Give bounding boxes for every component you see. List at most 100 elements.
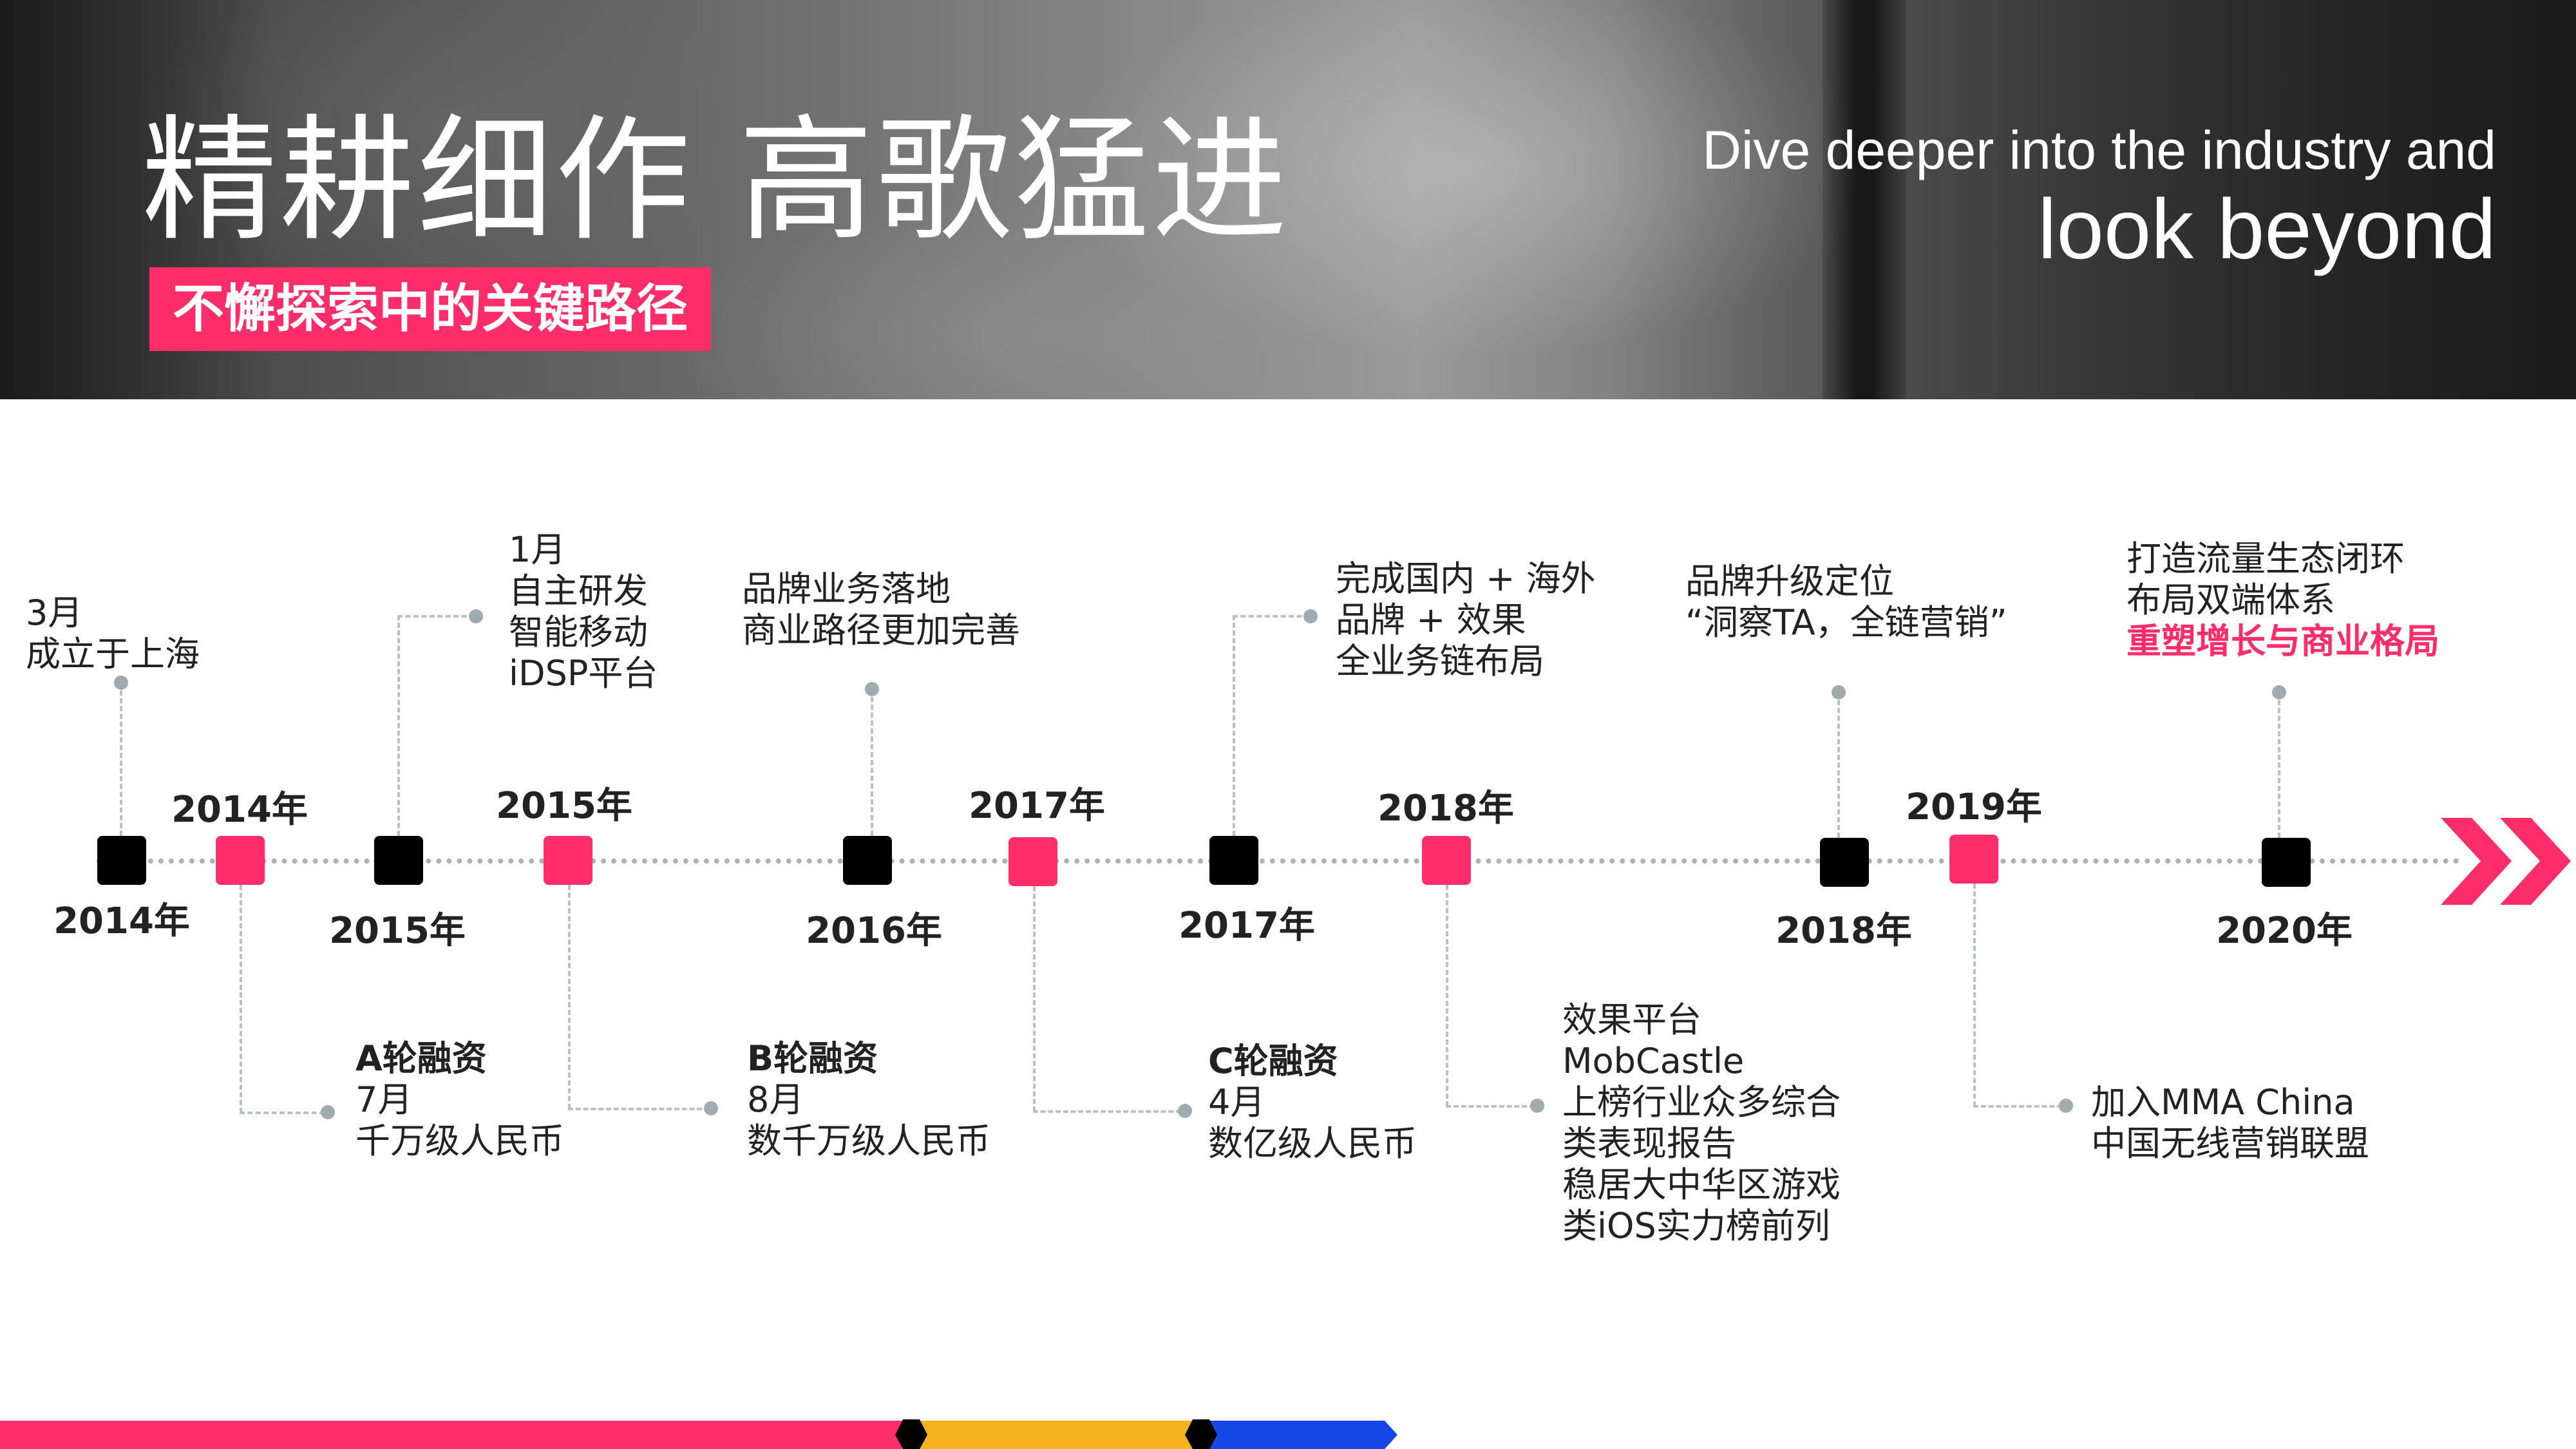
timeline-marker (1209, 836, 1258, 885)
event-connector (1973, 884, 1976, 1106)
event-dot (704, 1101, 718, 1115)
event-connector (240, 885, 242, 1113)
event-note: 效果平台 MobCastle 上榜行业众多综合 类表现报告 稳居大中华区游戏 类… (1562, 999, 1841, 1247)
note-line: 完成国内 + 海外 (1336, 558, 1596, 599)
event-dot (2272, 685, 2286, 699)
event-connector (240, 1112, 325, 1114)
note-line: 8月 (747, 1079, 804, 1120)
event-connector (2278, 692, 2280, 838)
event-connector (568, 885, 571, 1109)
event-note: C轮融资 4月 数亿级人民币 (1208, 1041, 1417, 1164)
note-line: 效果平台 (1562, 999, 1701, 1040)
event-connector (1837, 692, 1840, 838)
timeline-marker (2262, 838, 2311, 887)
event-note: A轮融资 7月 千万级人民币 (355, 1038, 564, 1162)
event-note: 1月 自主研发 智能移动 iDSP平台 (509, 529, 658, 694)
year-label: 2015年 (329, 910, 466, 952)
note-line: 上榜行业众多综合 (1562, 1082, 1841, 1122)
note-line: 类表现报告 (1562, 1123, 1736, 1164)
event-dot (1178, 1104, 1192, 1118)
note-line: 品牌业务落地 (742, 569, 951, 609)
page-title: 精耕细作 高歌猛进 (142, 102, 1290, 260)
year-label: 2016年 (806, 910, 942, 952)
timeline-marker (1422, 836, 1471, 885)
note-line: 稳居大中华区游戏 (1562, 1164, 1841, 1205)
event-dot (2059, 1099, 2073, 1113)
event-note: B轮融资 8月 数千万级人民币 (747, 1038, 990, 1162)
event-dot (1303, 609, 1318, 623)
event-connector (1033, 1110, 1181, 1113)
event-dot (114, 676, 128, 690)
timeline-axis (97, 858, 2460, 864)
note-highlight: 重塑增长与商业格局 (2126, 621, 2439, 661)
note-heading: B轮融资 (747, 1038, 878, 1079)
decorative-color-stripe (0, 1419, 1397, 1449)
note-line: 7月 (355, 1079, 413, 1120)
note-line: 类iOS实力榜前列 (1562, 1206, 1830, 1246)
note-line: 数千万级人民币 (747, 1121, 990, 1161)
english-tagline-line1: Dive deeper into the industry and (1702, 120, 2496, 180)
banner-shade (1610, 0, 2576, 399)
timeline-marker (1949, 835, 1998, 884)
timeline-marker (97, 836, 146, 885)
note-line: MobCastle (1562, 1041, 1745, 1081)
subtitle-badge: 不懈探索中的关键路径 (149, 267, 711, 351)
event-dot (469, 609, 483, 623)
note-line: 中国无线营销联盟 (2091, 1123, 2369, 1164)
header-banner: 精耕细作 高歌猛进 不懈探索中的关键路径 Dive deeper into th… (0, 0, 2576, 399)
year-label: 2017年 (1179, 905, 1315, 947)
year-label: 2019年 (1906, 786, 2042, 828)
note-line: 千万级人民币 (355, 1121, 564, 1161)
event-connector (1446, 885, 1448, 1106)
year-label: 2014年 (171, 789, 308, 831)
timeline-marker (216, 836, 265, 885)
event-note: 品牌业务落地 商业路径更加完善 (742, 569, 1020, 651)
note-line: 4月 (1208, 1082, 1265, 1122)
note-line: 打造流量生态闭环 (2126, 538, 2405, 579)
english-tagline-line2: look beyond (2038, 182, 2496, 276)
note-line: 商业路径更加完善 (742, 610, 1020, 650)
event-connector (1973, 1105, 2062, 1108)
year-label: 2017年 (969, 785, 1105, 827)
event-note: 打造流量生态闭环 布局双端体系 重塑增长与商业格局 (2126, 538, 2439, 662)
event-connector (568, 1108, 710, 1110)
event-dot (865, 682, 879, 696)
note-line: 加入MMA China (2091, 1082, 2355, 1122)
double-chevron-right-icon (2441, 818, 2571, 905)
note-line: 成立于上海 (26, 634, 200, 674)
note-line: 智能移动 (509, 612, 648, 652)
event-connector (397, 615, 400, 836)
timeline-marker (1820, 838, 1869, 887)
timeline-marker (843, 836, 892, 885)
event-note: 品牌升级定位 “洞察TA，全链营销” (1685, 561, 2007, 643)
timeline-marker (544, 836, 592, 885)
year-label: 2014年 (53, 900, 190, 942)
event-connector (1233, 615, 1310, 618)
note-line: 3月 (26, 592, 83, 633)
note-line: 全业务链布局 (1336, 641, 1544, 681)
year-label: 2015年 (496, 785, 632, 827)
note-line: 品牌 + 效果 (1336, 600, 1526, 640)
note-heading: C轮融资 (1208, 1041, 1338, 1081)
note-line: 布局双端体系 (2126, 580, 2335, 620)
note-line: 数亿级人民币 (1208, 1123, 1417, 1164)
event-dot (321, 1105, 335, 1119)
event-note: 3月 成立于上海 (26, 592, 200, 675)
year-label: 2018年 (1776, 910, 1912, 952)
event-connector (871, 689, 873, 836)
note-line: 自主研发 (509, 571, 648, 611)
event-connector (1233, 615, 1235, 836)
event-connector (1446, 1105, 1535, 1108)
note-line: iDSP平台 (509, 653, 658, 694)
timeline-marker (1009, 837, 1057, 886)
timeline-marker (374, 836, 423, 885)
event-connector (120, 683, 122, 836)
event-dot (1530, 1099, 1544, 1113)
note-line: 1月 (509, 529, 566, 570)
note-line: “洞察TA，全链营销” (1685, 602, 2007, 643)
note-line: 品牌升级定位 (1685, 561, 1894, 601)
year-label: 2018年 (1378, 788, 1514, 829)
event-dot (1832, 685, 1846, 699)
event-connector (397, 615, 475, 618)
event-connector (1033, 886, 1036, 1112)
